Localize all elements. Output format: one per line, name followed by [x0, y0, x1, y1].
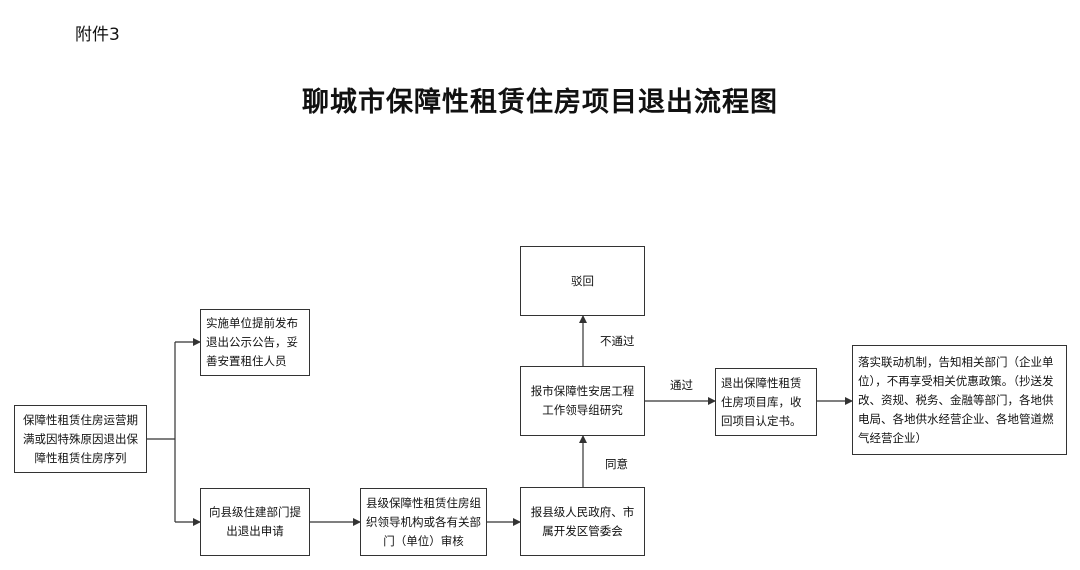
- node-review: 县级保障性租赁住房组织领导机构或各有关部门（单位）审核: [360, 488, 487, 556]
- node-announce-text: 实施单位提前发布退出公示公告，妥善安置租住人员: [206, 316, 298, 368]
- node-linkage: 落实联动机制，告知相关部门（企业单位），不再享受相关优惠政策。（抄送发改、资规、…: [852, 345, 1067, 455]
- node-start-text: 保障性租赁住房运营期满或因特殊原因退出保障性租赁住房序列: [23, 412, 138, 465]
- edge-label-agree: 同意: [605, 457, 628, 471]
- attachment-label: 附件3: [75, 25, 120, 45]
- node-exit-lib-text: 退出保障性租赁住房项目库，收回项目认定书。: [721, 375, 802, 428]
- node-reject: 驳回: [520, 246, 645, 316]
- node-city-study: 报市保障性安居工程工作领导组研究: [520, 366, 645, 436]
- node-exit-lib: 退出保障性租赁住房项目库，收回项目认定书。: [715, 368, 817, 436]
- node-city-study-text: 报市保障性安居工程工作领导组研究: [530, 384, 635, 417]
- edge-label-fail: 不通过: [600, 334, 635, 348]
- node-start: 保障性租赁住房运营期满或因特殊原因退出保障性租赁住房序列: [14, 405, 147, 473]
- node-apply-text: 向县级住建部门提出退出申请: [209, 505, 301, 538]
- node-apply: 向县级住建部门提出退出申请: [200, 488, 310, 556]
- node-announce: 实施单位提前发布退出公示公告，妥善安置租住人员: [200, 309, 310, 376]
- edge-label-pass: 通过: [670, 378, 693, 392]
- node-report-county-text: 报县级人民政府、市属开发区管委会: [530, 504, 635, 538]
- page-title: 聊城市保障性租赁住房项目退出流程图: [302, 87, 778, 118]
- node-linkage-text: 落实联动机制，告知相关部门（企业单位），不再享受相关优惠政策。（抄送发改、资规、…: [858, 354, 1054, 445]
- node-review-text: 县级保障性租赁住房组织领导机构或各有关部门（单位）审核: [366, 495, 481, 548]
- node-reject-text: 驳回: [571, 273, 594, 288]
- node-report-county: 报县级人民政府、市属开发区管委会: [520, 487, 645, 556]
